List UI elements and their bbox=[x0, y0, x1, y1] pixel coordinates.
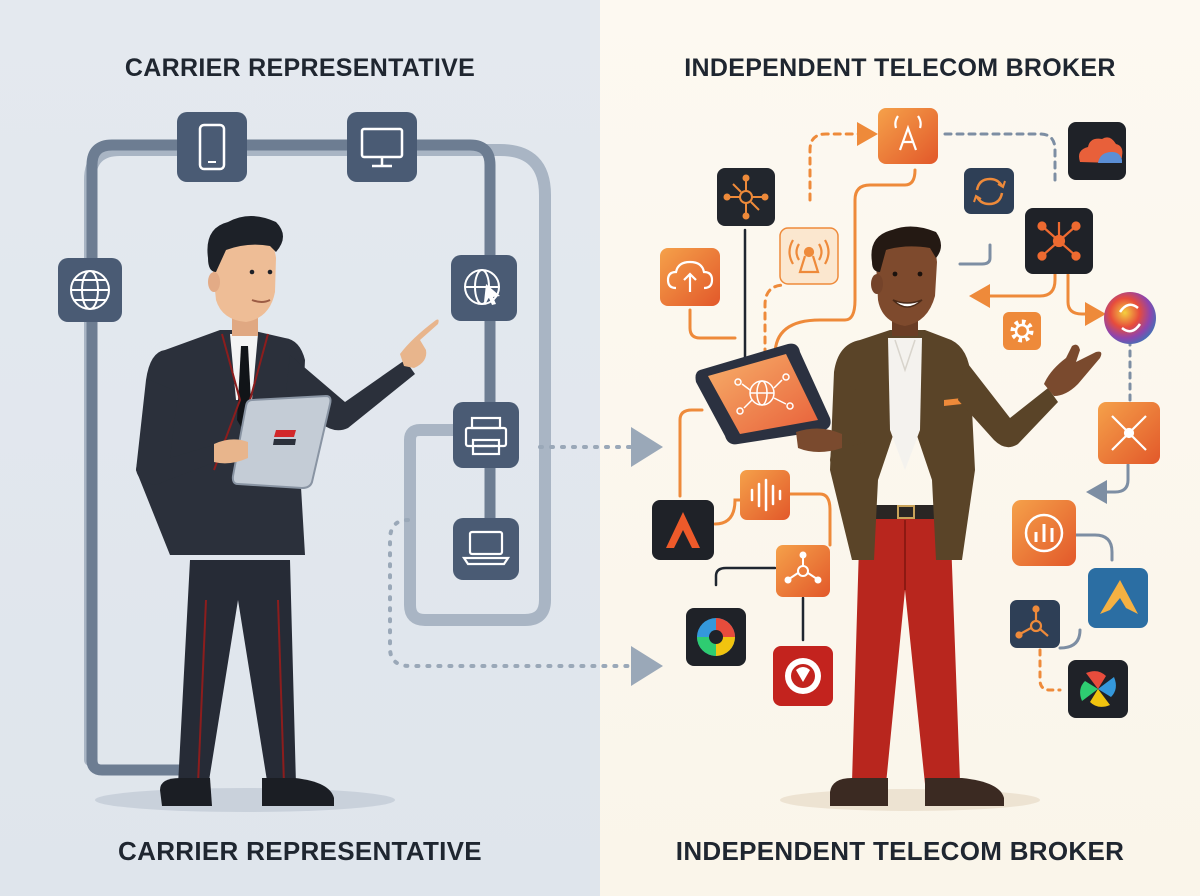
carrier-node-globe-cursor bbox=[451, 255, 517, 321]
broker-tile-cloud-upload bbox=[660, 248, 720, 306]
signal-tower-icon bbox=[894, 115, 922, 151]
broker-tile-aperture bbox=[686, 608, 746, 666]
broker-tablet bbox=[695, 343, 831, 445]
broker-tile-network-hub bbox=[717, 168, 775, 226]
broker-tile-broadcast bbox=[779, 227, 839, 285]
cloud-upload-icon bbox=[666, 260, 714, 292]
soundwave-icon bbox=[750, 478, 782, 512]
sync-icon bbox=[973, 177, 1006, 206]
carrier-pipe-network bbox=[84, 139, 551, 776]
broker-tile-mountain-logo bbox=[1088, 568, 1148, 628]
carrier-node-phone bbox=[177, 112, 247, 182]
carrier-title-top: CARRIER REPRESENTATIVE bbox=[124, 54, 476, 82]
panel-connectors bbox=[388, 427, 663, 686]
broker-tile-pinwheel bbox=[1068, 660, 1128, 718]
broker-tile-nodes bbox=[1098, 402, 1160, 464]
laptop-icon bbox=[461, 530, 511, 566]
carrier-tablet bbox=[231, 394, 332, 490]
broker-figure bbox=[695, 226, 1102, 811]
carrier-node-laptop bbox=[453, 518, 519, 580]
carrier-representative-figure bbox=[95, 216, 439, 812]
nodes-icon bbox=[1111, 415, 1147, 451]
hub-icon bbox=[1015, 605, 1049, 639]
broker-title-bottom: INDEPENDENT TELECOM BROKER bbox=[675, 836, 1125, 866]
broker-tile-gear bbox=[1003, 312, 1041, 350]
broker-tile-red-logo bbox=[773, 646, 833, 706]
broker-tile-soundwave bbox=[740, 470, 790, 520]
rainbow-sphere-icon bbox=[1104, 292, 1156, 344]
broker-tile-sync bbox=[964, 168, 1014, 214]
broadcast-icon bbox=[788, 239, 830, 274]
broker-title-top: INDEPENDENT TELECOM BROKER bbox=[684, 54, 1116, 82]
globe-icon bbox=[70, 270, 110, 310]
broker-network-lines bbox=[678, 122, 1132, 692]
broker-tile-triangle-logo bbox=[652, 500, 714, 560]
broker-tile-network-small bbox=[776, 545, 830, 597]
printer-icon bbox=[464, 416, 508, 456]
carrier-node-printer bbox=[453, 402, 519, 468]
red-logo-icon bbox=[785, 658, 821, 694]
carrier-node-monitor bbox=[347, 112, 417, 182]
triangle-logo-icon bbox=[666, 512, 700, 548]
broker-tile-rainbow-sphere bbox=[1104, 292, 1156, 344]
broker-tile-analytics bbox=[1012, 500, 1076, 566]
broker-tile-hub bbox=[1010, 600, 1060, 648]
network-icon bbox=[1037, 221, 1081, 261]
pinwheel-icon bbox=[1080, 671, 1116, 707]
carrier-title-bottom: CARRIER REPRESENTATIVE bbox=[118, 836, 482, 866]
phone-icon bbox=[198, 123, 226, 171]
mountain-logo-icon bbox=[1100, 580, 1138, 614]
broker-tile-network bbox=[1025, 208, 1093, 274]
carrier-node-globe bbox=[58, 258, 122, 322]
broker-tile-cloud bbox=[1068, 122, 1126, 180]
network-hub-icon bbox=[723, 174, 769, 220]
gear-icon bbox=[1010, 319, 1034, 343]
aperture-icon bbox=[697, 618, 735, 656]
analytics-icon bbox=[1024, 513, 1064, 553]
broker-tile-signal-tower bbox=[878, 108, 938, 164]
